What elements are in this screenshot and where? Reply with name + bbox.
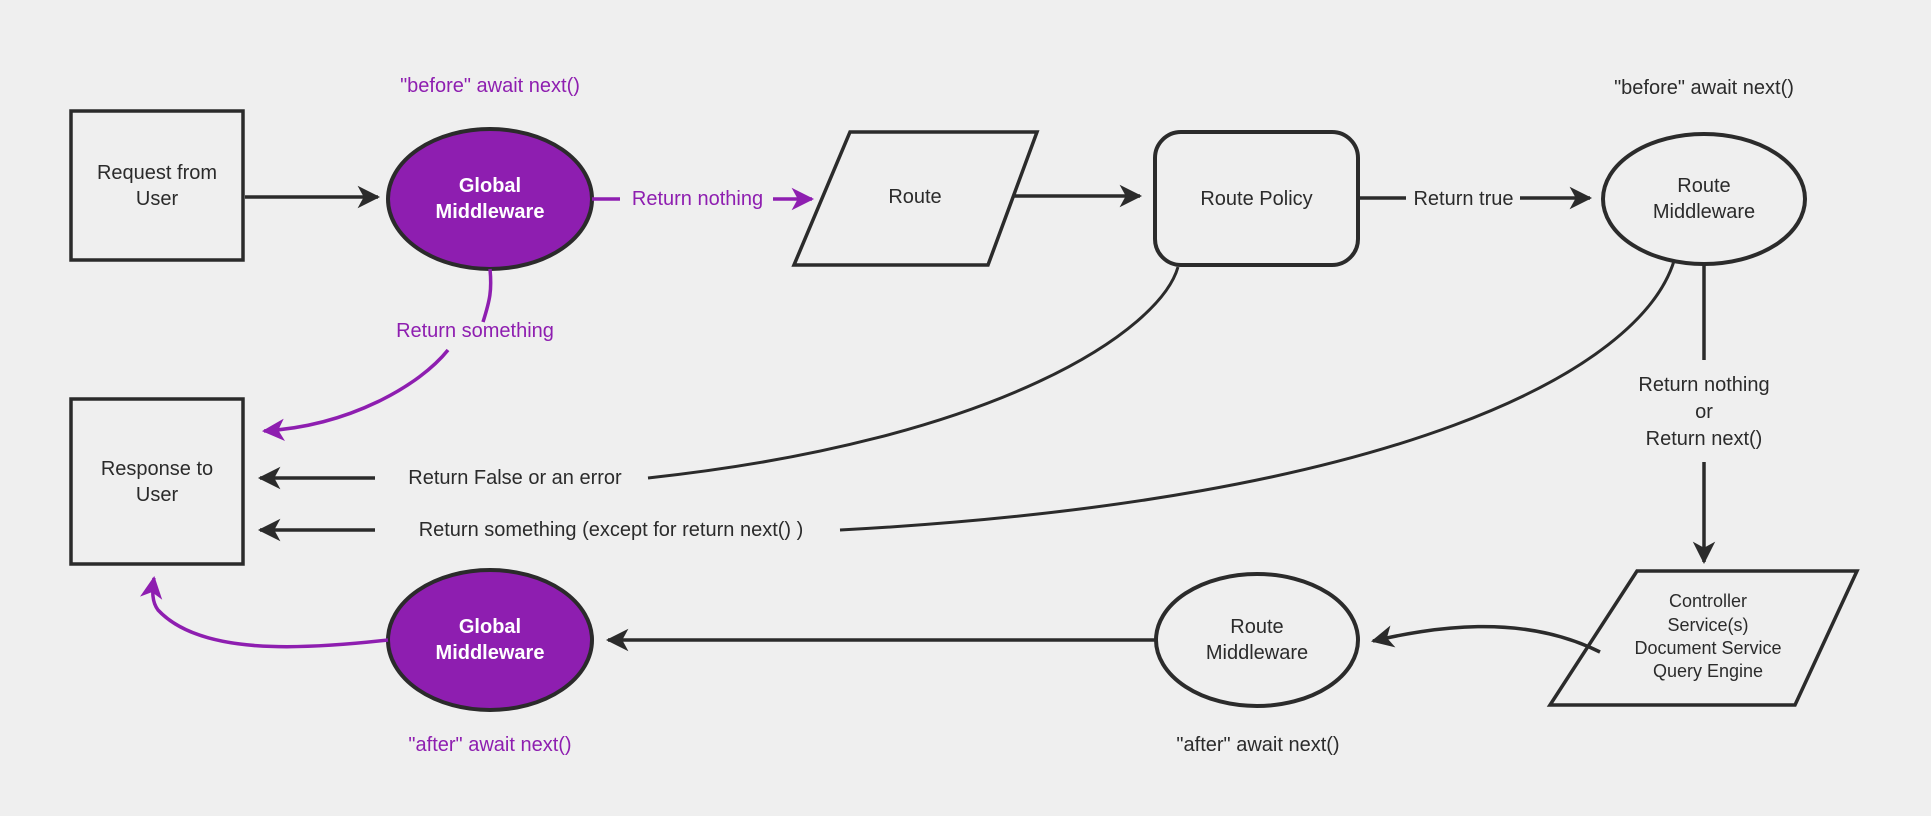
node-controller-services[interactable] (1546, 569, 1860, 707)
node-route-middleware-after[interactable] (1154, 572, 1360, 708)
node-route-middleware-before[interactable] (1601, 132, 1807, 266)
annotation-before-await-next-global: "before" await next() (400, 74, 580, 97)
annotation-after-await-next-route: "after" await next() (1176, 733, 1340, 756)
edge-label-return-something-except-next: Return something (except for return next… (418, 518, 804, 541)
node-global-middleware-after[interactable] (386, 568, 594, 712)
edge-controller-to-route-mw-after (1371, 624, 1601, 654)
node-global-middleware-before[interactable] (386, 127, 594, 271)
edge-label-return-nothing-or-next: Return nothing or Return next() (1638, 373, 1770, 450)
edge-global-return-something-lower (261, 348, 450, 442)
annotation-before-await-next-route: "before" await next() (1614, 76, 1794, 99)
edge-label-return-something: Return something (396, 319, 554, 342)
node-route[interactable] (791, 130, 1040, 267)
node-route-policy[interactable] (1153, 130, 1360, 267)
node-response-to-user[interactable] (69, 397, 245, 566)
edge-policy-return-false-curve (647, 266, 1180, 480)
edge-label-return-nothing: Return nothing (631, 187, 764, 210)
edge-global-return-something-upper (481, 268, 493, 323)
node-request-from-user[interactable] (69, 109, 245, 262)
edge-global-after-to-response (139, 575, 389, 649)
edge-route-mw-return-something-curve (839, 260, 1676, 532)
edge-label-return-false-or-error: Return False or an error (408, 466, 622, 489)
edge-label-return-true: Return true (1413, 187, 1514, 210)
annotation-after-await-next-global: "after" await next() (408, 733, 572, 756)
